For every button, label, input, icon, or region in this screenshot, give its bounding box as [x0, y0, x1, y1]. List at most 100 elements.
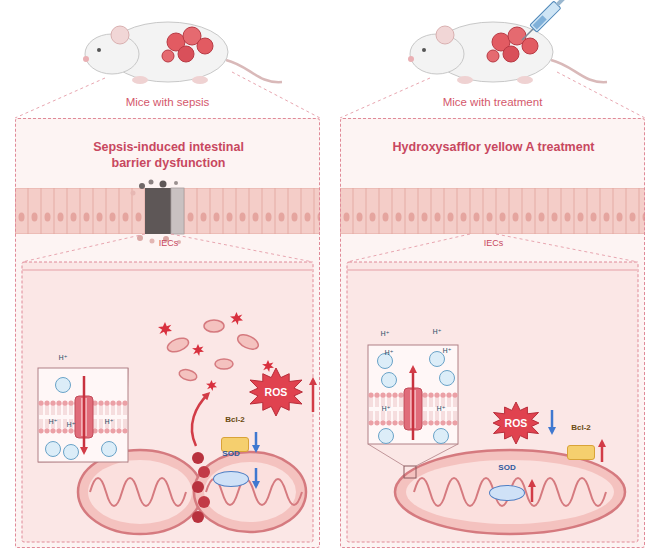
zoom-box [171, 234, 313, 262]
mouse-right [422, 48, 426, 52]
mouse-right [408, 56, 414, 62]
node-label: H⁺ [382, 350, 396, 357]
mitochondrion-healthy [404, 466, 416, 478]
panel-background [15, 118, 320, 548]
node-label: H⁺ [102, 419, 116, 426]
node-label: IECs [16, 238, 321, 248]
node-label: ROS [245, 367, 307, 417]
proton-circle: H⁺ [63, 444, 79, 460]
mitochondrion-fission [194, 452, 306, 532]
epithelium-left [145, 188, 171, 234]
change-arrow [531, 482, 534, 502]
fission-arrow [192, 394, 208, 446]
node-label: H⁺ [46, 419, 60, 426]
mitochondrion-fission [192, 481, 204, 493]
proton-circle: H⁺ [439, 370, 455, 386]
mouse-left [192, 76, 208, 84]
mitochondrion-healthy [395, 450, 625, 534]
panel-box: Mice with sepsisSepsis-induced intestina… [15, 118, 320, 548]
membrane-inset-right [368, 444, 404, 466]
mitochondrion-healthy [414, 478, 606, 506]
proton-circle: H⁺ [381, 372, 397, 388]
intestine [162, 27, 213, 62]
mitochondrion-fission [88, 460, 192, 524]
proton-circle: H⁺ [55, 377, 71, 393]
proton-circle: H⁺ [45, 441, 61, 457]
mitochondrial-fragments [206, 380, 217, 391]
intestine [197, 38, 213, 54]
membrane-inset-right [416, 444, 458, 466]
mitochondrial-fragments [204, 320, 224, 332]
mouse-left [226, 60, 282, 82]
mouse-right [436, 26, 454, 44]
node-label: H⁺ [430, 329, 444, 336]
node-label: SOD [490, 463, 524, 472]
zoom-guide [15, 78, 105, 118]
mitochondrion-fission [198, 466, 210, 478]
intestine [487, 50, 499, 62]
zoom-guide [340, 78, 430, 118]
ros-burst: ROS [245, 367, 307, 417]
membrane-inset-right [368, 345, 458, 444]
mitochondrion-fission [78, 450, 202, 534]
mouse-left [83, 22, 282, 84]
mitochondrial-fragments [230, 312, 243, 325]
mitochondrial-fragments [192, 344, 204, 356]
change-arrow [255, 432, 258, 450]
epithelium-right [340, 188, 645, 234]
node-label: SOD [214, 449, 248, 458]
mitochondrial-fragments [178, 368, 198, 382]
intestine [178, 46, 194, 62]
zoom-box [347, 234, 470, 262]
mitochondrial-fragments [158, 312, 274, 391]
enzyme-ellipse: SOD [213, 471, 249, 487]
zoom-box [347, 262, 638, 542]
zoom-guide [15, 72, 645, 118]
mitochondrion-healthy [406, 460, 614, 524]
zoom-box [22, 234, 638, 542]
mitochondrion-fission [204, 462, 296, 522]
node-label: H⁺ [56, 355, 70, 362]
fission-arrow [192, 394, 208, 446]
change-arrow [551, 410, 554, 432]
node-label: H⁺ [379, 406, 393, 413]
panel-background [340, 118, 645, 548]
mitochondrial-fragments [215, 359, 233, 369]
mouse-right [551, 60, 607, 82]
intestine [487, 27, 538, 62]
mitochondrial-fragments [262, 360, 274, 372]
zoom-guide [557, 72, 645, 118]
change-arrow [601, 442, 604, 462]
zoom-guide [232, 72, 320, 118]
node-label: H⁺ [378, 331, 392, 338]
mitochondrion-fission [90, 478, 186, 506]
epithelium-right [340, 188, 645, 234]
epithelium-left [15, 180, 320, 245]
ros-burst: ROS [489, 401, 543, 445]
proton-circle: H⁺ [433, 428, 449, 444]
epithelium-left [149, 180, 154, 185]
epithelium-left [131, 191, 136, 196]
node-label: H⁺ [64, 422, 78, 429]
epithelium-left [150, 239, 155, 244]
node-label: H⁺ [440, 348, 454, 355]
node-label: Bcl-2 [568, 423, 594, 432]
node-label: ROS [489, 401, 543, 445]
node-label: H⁺ [434, 406, 448, 413]
mitochondrion-healthy [395, 450, 625, 534]
epithelium-left [139, 183, 145, 189]
panel-background [15, 118, 645, 548]
membrane-inset-right [368, 345, 458, 466]
epithelium-left [171, 188, 184, 234]
mouse-left [132, 76, 148, 84]
membrane-inset-right [412, 368, 415, 440]
enzyme-ellipse: SOD [489, 485, 525, 501]
mitochondrion-fission [192, 511, 204, 523]
membrane-inset-left [38, 368, 128, 462]
mouse-right [408, 22, 607, 84]
mitochondrion-fission [198, 496, 210, 508]
zoom-box [496, 234, 638, 262]
syringe [533, 15, 547, 29]
